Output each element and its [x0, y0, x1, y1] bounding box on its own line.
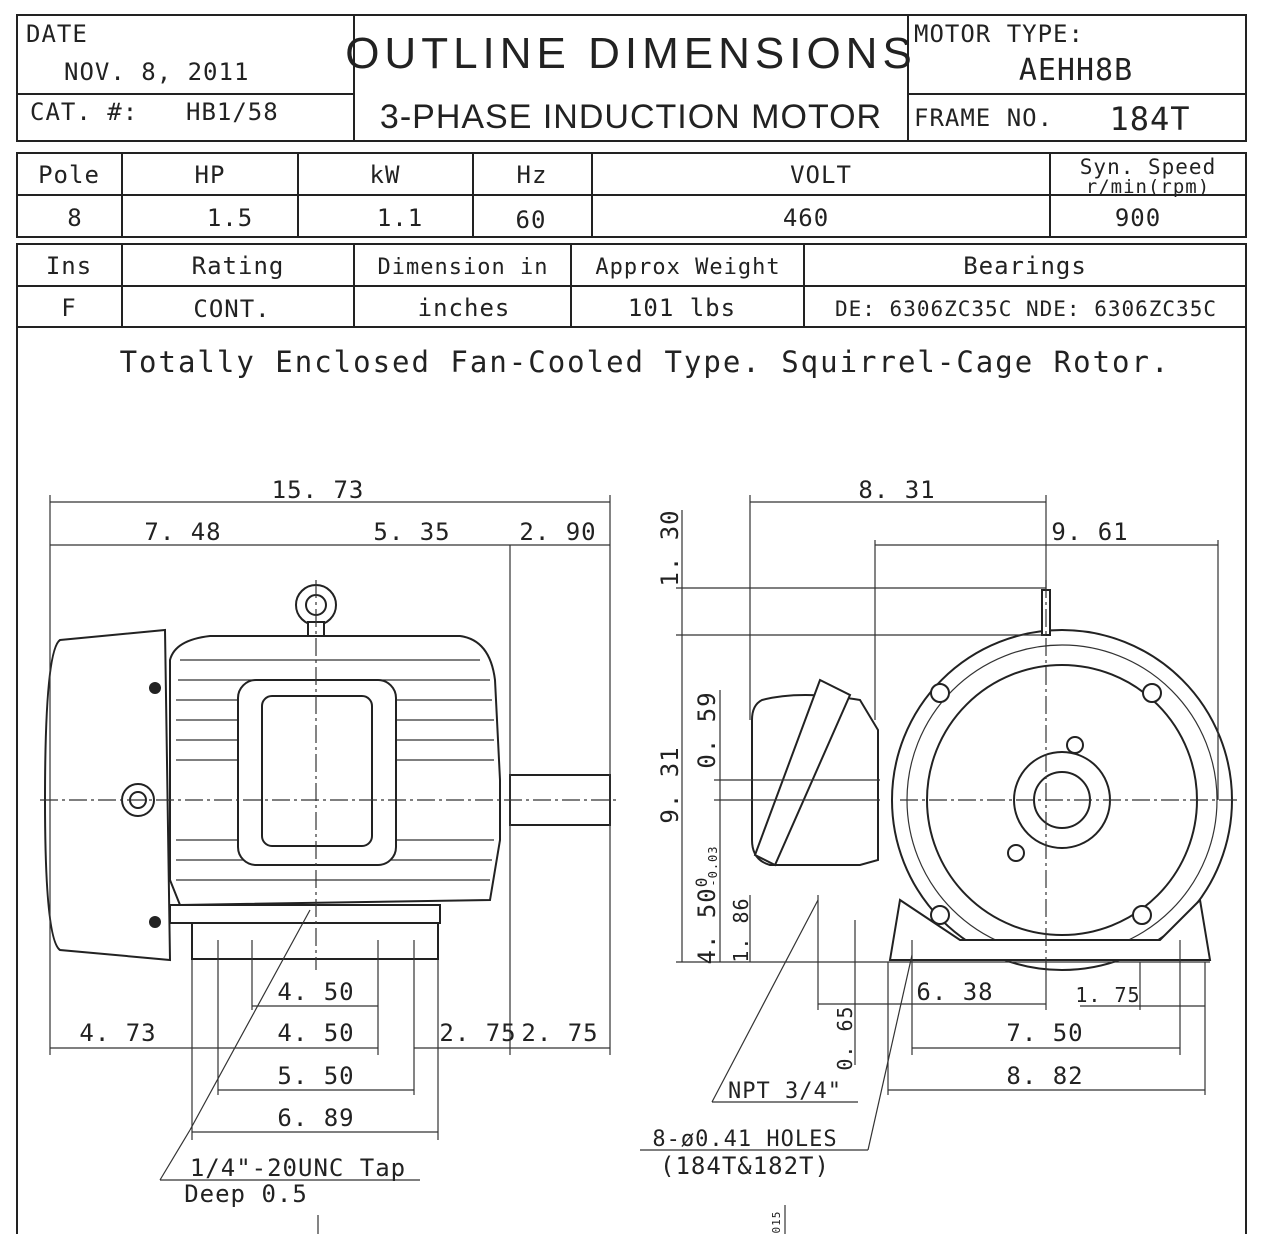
cat-label: CAT. #: [30, 98, 138, 126]
value-hz: 60 [516, 206, 547, 234]
dim-8-82: 8. 82 [1006, 1062, 1083, 1090]
value-pole: 8 [67, 204, 82, 232]
dim-4-50-a: 4. 50 [277, 978, 354, 1006]
date-value: NOV. 8, 2011 [64, 58, 249, 86]
rating-table: Pole HP kW Hz VOLT Syn. Speed r/min(rpm)… [16, 152, 1247, 238]
header-hz: Hz [517, 161, 548, 189]
header-kw: kW [370, 161, 401, 189]
date-label: DATE [26, 20, 88, 48]
dim-6-38: 6. 38 [916, 978, 993, 1006]
drawing-subtitle: 3-PHASE INDUCTION MOTOR [380, 98, 882, 136]
dim-0-65: 0. 65 [833, 1005, 857, 1070]
motor-type-label: MOTOR TYPE: [914, 20, 1084, 48]
side-view [40, 580, 620, 970]
header-volt: VOLT [790, 161, 852, 189]
note-holes-frames: (184T&182T) [660, 1152, 830, 1180]
dim-8-31: 8. 31 [858, 476, 935, 504]
dim-4-50-height: 4. 500-0.03 [692, 845, 721, 964]
dim-6-89: 6. 89 [277, 1104, 354, 1132]
details-table: Ins Rating Dimension in Approx Weight Be… [16, 243, 1247, 328]
header-hp: HP [195, 161, 226, 189]
dim-9-61: 9. 61 [1051, 518, 1128, 546]
header-rating: Rating [192, 252, 285, 280]
cat-value: HB1/58 [186, 98, 279, 126]
frame-label: FRAME NO. [914, 104, 1053, 132]
dim-1-86: 1. 86 [729, 897, 753, 962]
end-view [751, 580, 1240, 971]
header-weight: Approx Weight [595, 255, 780, 280]
dim-0-59: 0. 59 [693, 691, 721, 768]
note-npt: NPT 3/4" [728, 1079, 842, 1104]
header-rpm: r/min(rpm) [1086, 176, 1210, 198]
note-tap: 1/4"-20UNC Tap [190, 1154, 406, 1182]
header-dimension: Dimension in [378, 255, 549, 280]
note-tap-depth: Deep 0.5 [184, 1180, 308, 1208]
value-hp: 1.5 [207, 204, 253, 232]
title-block: DATE NOV. 8, 2011 CAT. #: HB1/58 OUTLINE… [16, 14, 1247, 142]
dim-4-50-b: 4. 50 [277, 1019, 354, 1047]
dim-5-50: 5. 50 [277, 1062, 354, 1090]
header-bearings: Bearings [963, 252, 1087, 280]
dim-2-90: 2. 90 [519, 518, 596, 546]
header-pole: Pole [38, 161, 100, 189]
dim-2-75-b: 2. 75 [521, 1019, 598, 1047]
value-bearings: DE: 6306ZC35C NDE: 6306ZC35C [835, 297, 1217, 321]
motor-type-value: AEHH8B [1019, 53, 1133, 88]
note-holes: 8-ø0.41 HOLES [652, 1127, 837, 1152]
dim-1-75: 1. 75 [1075, 983, 1140, 1007]
dim-overall-length: 15. 73 [272, 476, 365, 504]
header-ins: Ins [46, 252, 92, 280]
header-syn-speed: Syn. Speed [1080, 155, 1216, 179]
dimension-labels: 15. 73 7. 48 5. 35 2. 90 8. 31 9. 61 1. … [79, 476, 1140, 1234]
dim-7-48: 7. 48 [144, 518, 221, 546]
value-kw: 1.1 [377, 204, 423, 232]
dim-2-75-a: 2. 75 [439, 1019, 516, 1047]
dim-9-31: 9. 31 [656, 746, 684, 823]
value-ins: F [61, 294, 76, 322]
value-weight: 101 lbs [628, 294, 736, 322]
drawing-code: 015 [770, 1211, 783, 1234]
value-dimension: inches [418, 294, 511, 322]
dim-5-35: 5. 35 [373, 518, 450, 546]
drawing-title: OUTLINE DIMENSIONS [345, 29, 917, 78]
dimension-lines [49, 495, 1219, 1234]
dim-4-73: 4. 73 [79, 1019, 156, 1047]
value-volt: 460 [783, 204, 829, 232]
frame-value: 184T [1109, 100, 1190, 138]
value-rating: CONT. [193, 295, 270, 323]
dim-7-50: 7. 50 [1006, 1019, 1083, 1047]
dim-1-30: 1. 30 [656, 509, 684, 586]
motor-description: Totally Enclosed Fan-Cooled Type. Squirr… [120, 345, 1171, 379]
value-syn-speed: 900 [1115, 204, 1161, 232]
